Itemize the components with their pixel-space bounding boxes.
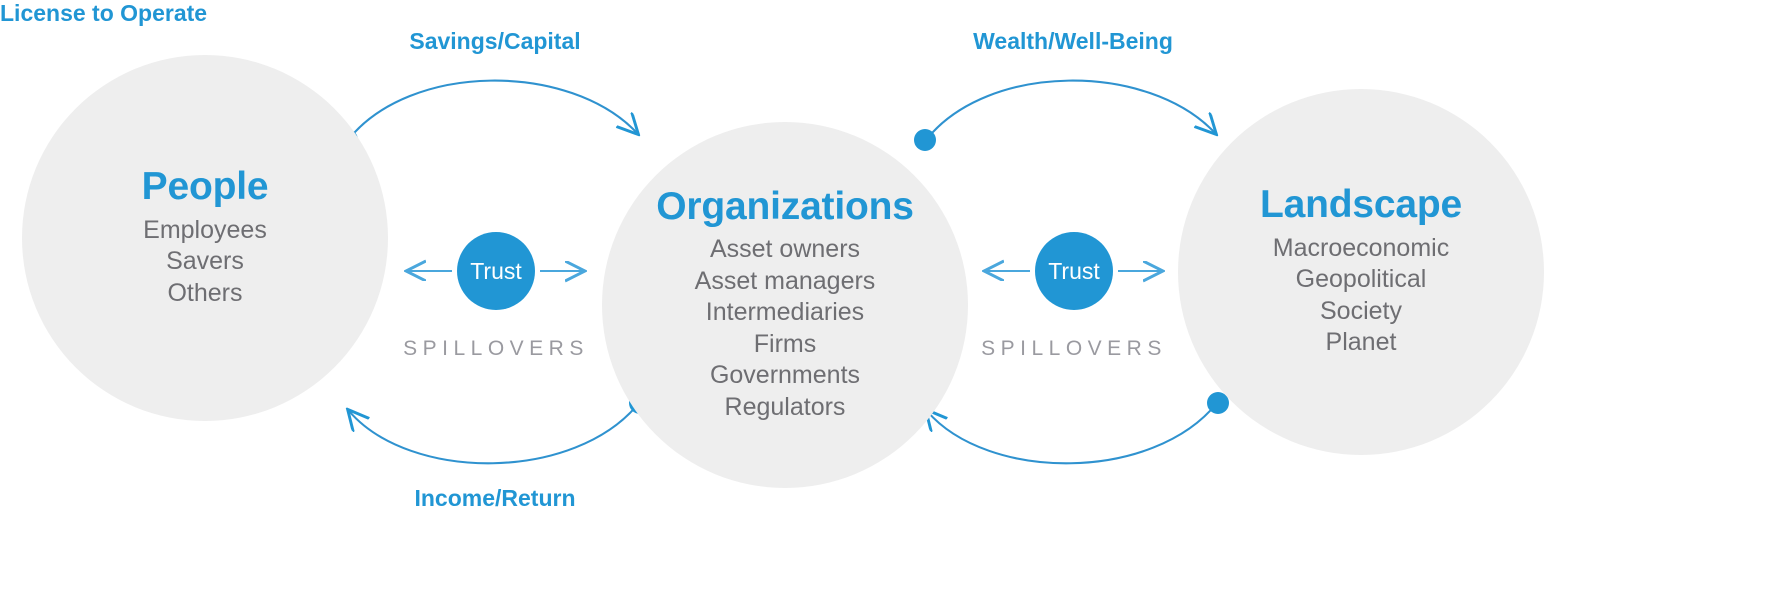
flow-origin-dot-wealth-wellbeing [914,129,936,151]
list-item: Savers [166,247,244,276]
flow-arc-savings-capital [347,79,637,141]
flow-arc-wealth-wellbeing [925,79,1215,141]
trust-badge-left[interactable]: Trust [457,232,535,310]
flow-label-wealth-wellbeing: Wealth/Well-Being [973,28,1173,54]
list-item: Asset owners [709,235,861,264]
list-item: Intermediaries [705,298,865,327]
flow-label-income-return: Income/Return [414,485,576,511]
node-landscape-title: Landscape [1260,183,1462,227]
list-item: Asset managers [694,266,876,295]
list-item: Society [1320,296,1402,325]
trust-badge-right[interactable]: Trust [1035,232,1113,310]
flow-arc-income-return [349,402,640,465]
spillovers-label-left: SPILLOVERS [403,337,589,360]
list-item: Regulators [724,392,846,421]
flow-label-license-to-operate: License to Operate [0,0,208,26]
list-item: Employees [143,215,267,244]
node-landscape[interactable]: Landscape Macroeconomic Geopolitical Soc… [1178,89,1544,455]
list-item: Geopolitical [1295,265,1427,294]
node-organizations[interactable]: Organizations Asset owners Asset manager… [602,122,968,488]
node-people-items: Employees Savers Others [143,215,267,310]
list-item: Planet [1325,328,1397,357]
flow-origin-dot-license-to-operate [1207,392,1229,414]
node-landscape-items: Macroeconomic Geopolitical Society Plane… [1273,233,1449,359]
flow-label-savings-capital: Savings/Capital [409,28,581,54]
node-organizations-title: Organizations [656,184,914,228]
list-item: Others [167,278,243,307]
node-organizations-items: Asset owners Asset managers Intermediari… [695,234,876,423]
flow-arc-license-to-operate [927,402,1218,465]
node-people-title: People [141,164,269,208]
spillovers-label-right: SPILLOVERS [981,337,1167,360]
list-item: Governments [709,361,861,390]
list-item: Firms [753,329,817,358]
node-people[interactable]: People Employees Savers Others [22,55,388,421]
list-item: Macroeconomic [1272,233,1450,262]
